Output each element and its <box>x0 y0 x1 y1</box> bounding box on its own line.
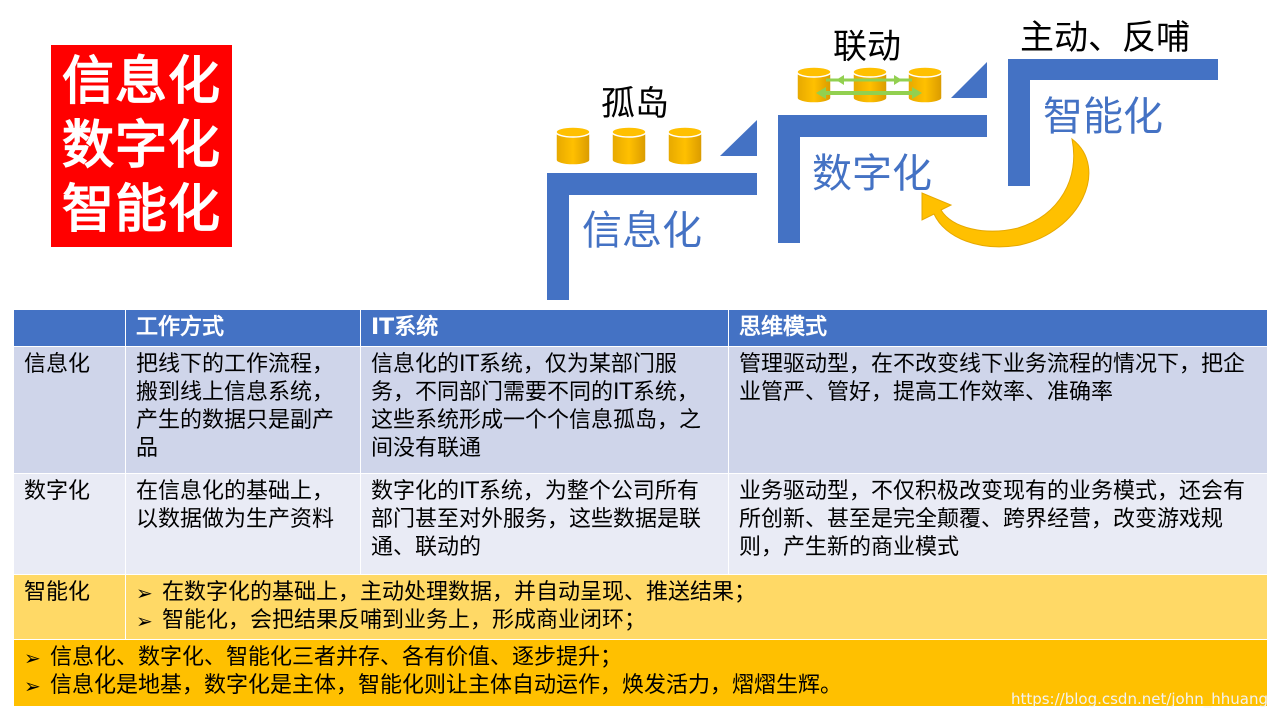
link-arrow-icon <box>816 75 922 99</box>
comparison-table: 工作方式 IT系统 思维模式 信息化 把线下的工作流程，搬到线上信息系统，产生的… <box>13 309 1268 707</box>
stair-step-2 <box>778 115 987 243</box>
title-line-3: 智能化 <box>61 180 221 240</box>
table-header-row: 工作方式 IT系统 思维模式 <box>13 309 1268 347</box>
cell-work: 把线下的工作流程，搬到线上信息系统，产生的数据只是副产品 <box>125 346 361 474</box>
label-linked: 联动 <box>833 27 901 67</box>
watermark: https://blog.csdn.net/john_hhuang <box>1010 690 1268 708</box>
header-cell-work: 工作方式 <box>125 309 361 347</box>
cell-mind: 业务驱动型，不仅积极改变现有的业务模式，还会有所创新、甚至是完全颠覆、跨界经营，… <box>728 473 1268 575</box>
cell-work: 在信息化的基础上，以数据做为生产资料 <box>125 473 361 575</box>
label-feedback: 主动、反哺 <box>1020 18 1190 58</box>
cell-smart-bullets: 在数字化的基础上，主动处理数据，并自动呈现、推送结果； 智能化，会把结果反哺到业… <box>125 574 1268 640</box>
stage-label-digital: 数字化 <box>812 151 932 197</box>
title-box: 信息化 数字化 智能化 <box>51 45 232 247</box>
cell-mind: 管理驱动型，在不改变线下业务流程的情况下，把企业管严、管好，提高工作效率、准确率 <box>728 346 1268 474</box>
row-label: 智能化 <box>13 574 126 640</box>
database-icon <box>555 126 591 166</box>
cell-it: 数字化的IT系统，为整个公司所有部门甚至对外服务，这些数据是联通、联动的 <box>360 473 729 575</box>
table-row: 信息化 把线下的工作流程，搬到线上信息系统，产生的数据只是副产品 信息化的IT系… <box>13 346 1268 474</box>
summary-row: 信息化、数字化、智能化三者并存、各有价值、逐步提升； 信息化是地基，数字化是主体… <box>13 639 1268 707</box>
stair-step-3 <box>1008 59 1218 186</box>
title-line-2: 数字化 <box>61 116 221 176</box>
header-cell-mind: 思维模式 <box>728 309 1268 347</box>
header-cell-it: IT系统 <box>360 309 729 347</box>
table-row: 数字化 在信息化的基础上，以数据做为生产资料 数字化的IT系统，为整个公司所有部… <box>13 473 1268 575</box>
summary-item: 信息化、数字化、智能化三者并存、各有价值、逐步提升； <box>24 644 1257 672</box>
stair-notch-1 <box>720 120 757 156</box>
staircase-diagram <box>547 59 1218 300</box>
title-line-1: 信息化 <box>61 52 221 112</box>
stair-step-1 <box>547 173 757 300</box>
stage-label-smart: 智能化 <box>1043 94 1163 140</box>
database-icon <box>611 126 647 166</box>
row-label: 信息化 <box>13 346 126 474</box>
stage-label-info: 信息化 <box>582 208 702 254</box>
header-cell-empty <box>13 309 126 347</box>
cell-summary: 信息化、数字化、智能化三者并存、各有价值、逐步提升； 信息化是地基，数字化是主体… <box>13 639 1268 707</box>
database-icon <box>667 126 703 166</box>
database-icon <box>852 66 888 104</box>
summary-item: 信息化是地基，数字化是主体，智能化则让主体自动运作，焕发活力，熠熠生辉。 <box>24 672 1257 700</box>
table-row: 智能化 在数字化的基础上，主动处理数据，并自动呈现、推送结果； 智能化，会把结果… <box>13 574 1268 640</box>
row-label: 数字化 <box>13 473 126 575</box>
cell-it: 信息化的IT系统，仅为某部门服务，不同部门需要不同的IT系统，这些系统形成一个个… <box>360 346 729 474</box>
feedback-arrow-icon <box>921 137 1090 248</box>
bullet-item: 智能化，会把结果反哺到业务上，形成商业闭环； <box>136 607 1257 635</box>
stair-notch-2 <box>951 62 987 98</box>
label-isolated: 孤岛 <box>601 84 669 124</box>
bullet-item: 在数字化的基础上，主动处理数据，并自动呈现、推送结果； <box>136 579 1257 607</box>
